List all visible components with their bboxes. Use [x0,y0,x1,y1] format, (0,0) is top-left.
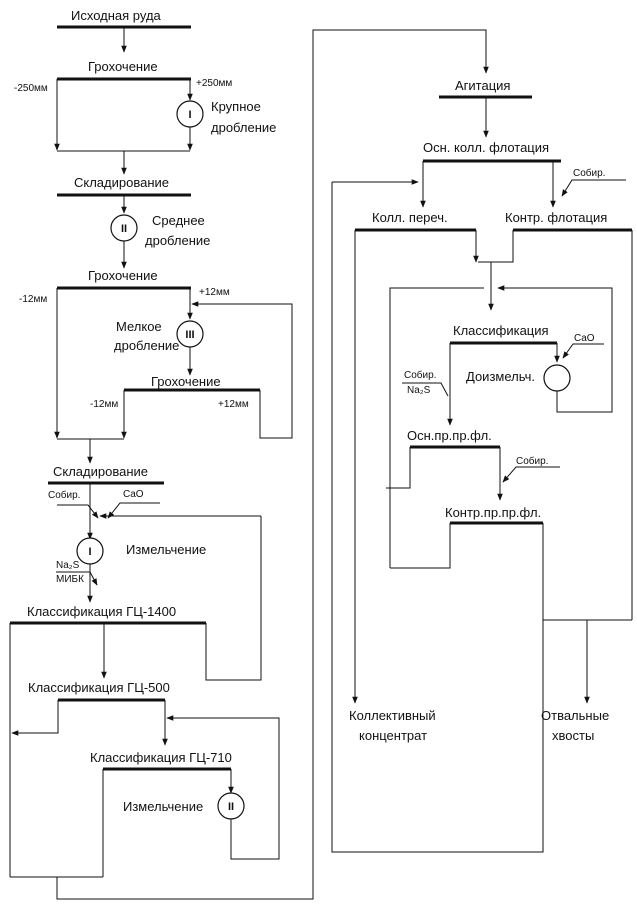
reagent-mibk-label: МИБК [56,574,84,585]
tailings-label-2: хвосты [552,728,594,743]
mill1-number: I [88,546,91,558]
reagent-cao-label-right: CaO [574,333,595,344]
crusher2-label-1: Среднее [152,213,205,228]
storage2-label: Складирование [53,464,148,479]
cleaner-label: Колл. переч. [372,210,448,225]
screen1-over-label: +250мм [196,78,232,89]
crusher3-label-1: Мелкое [116,319,162,334]
crusher1-label-1: Крупное [211,99,261,114]
classify-label: Классификация [453,323,549,338]
reagent-sobir2-label: Собир. [404,369,436,381]
flotation-section: Агитация Осн. колл. флотация Собир. Колл… [331,78,633,853]
mill2-number: II [228,801,234,813]
tailings-label-1: Отвальные [541,708,609,723]
scavenger-label: Контр. флотация [505,210,607,225]
screen1-label: Грохочение [88,59,158,74]
crusher1-label-2: дробление [211,120,276,135]
reagent-cao-label: CaO [123,489,144,500]
class1-label: Классификация ГЦ-1400 [27,604,176,619]
screen2-over-label: +12мм [199,287,230,298]
storage1-label: Складирование [74,175,169,190]
screen3-under-label: -12мм [90,399,118,410]
scav-selective-label: Контр.пр.пр.фл. [445,505,541,520]
crushing-section: Исходная руда Грохочение -250мм +250мм I… [14,8,293,464]
ore-label: Исходная руда [71,8,162,23]
crusher2-label-2: дробление [145,233,210,248]
reagent-sobir-label: Собир. [48,489,80,501]
crusher3-label-2: дробление [114,338,179,353]
reagent-sobir3-label: Собир. [516,455,548,467]
class3-label: Классификация ГЦ-710 [90,750,232,765]
screen3-label: Грохочение [151,374,221,389]
regrind-mill-symbol [543,364,571,392]
collective-concentrate-label-1: Коллективный [349,708,436,723]
main-selective-label: Осн.пр.пр.фл. [407,428,492,443]
mill2-label: Измельчение [123,799,203,814]
class2-label: Классификация ГЦ-500 [28,680,170,695]
grinding-section: Складирование Собир. CaO I Измельчение N… [9,29,489,900]
mill1-label: Измельчение [126,542,206,557]
regrind-label: Доизмельч. [466,369,535,384]
main-flotation-label: Осн. колл. флотация [423,140,549,155]
screen3-over-label: +12мм [218,399,249,410]
collective-concentrate-label-2: концентрат [359,728,427,743]
screen2-label: Грохочение [88,268,158,283]
screen1-under-label: -250мм [14,83,48,94]
crusher2-number: II [121,223,127,235]
agitation-label: Агитация [455,78,510,93]
reagent-na2s-label-right: Na₂S [407,385,431,396]
screen2-under-label: -12мм [19,294,47,305]
reagent-na2s-label: Na₂S [56,560,80,571]
reagent-sobir1-label: Собир. [573,167,605,179]
crusher3-number: III [185,329,194,341]
crusher1-number: I [188,109,191,121]
